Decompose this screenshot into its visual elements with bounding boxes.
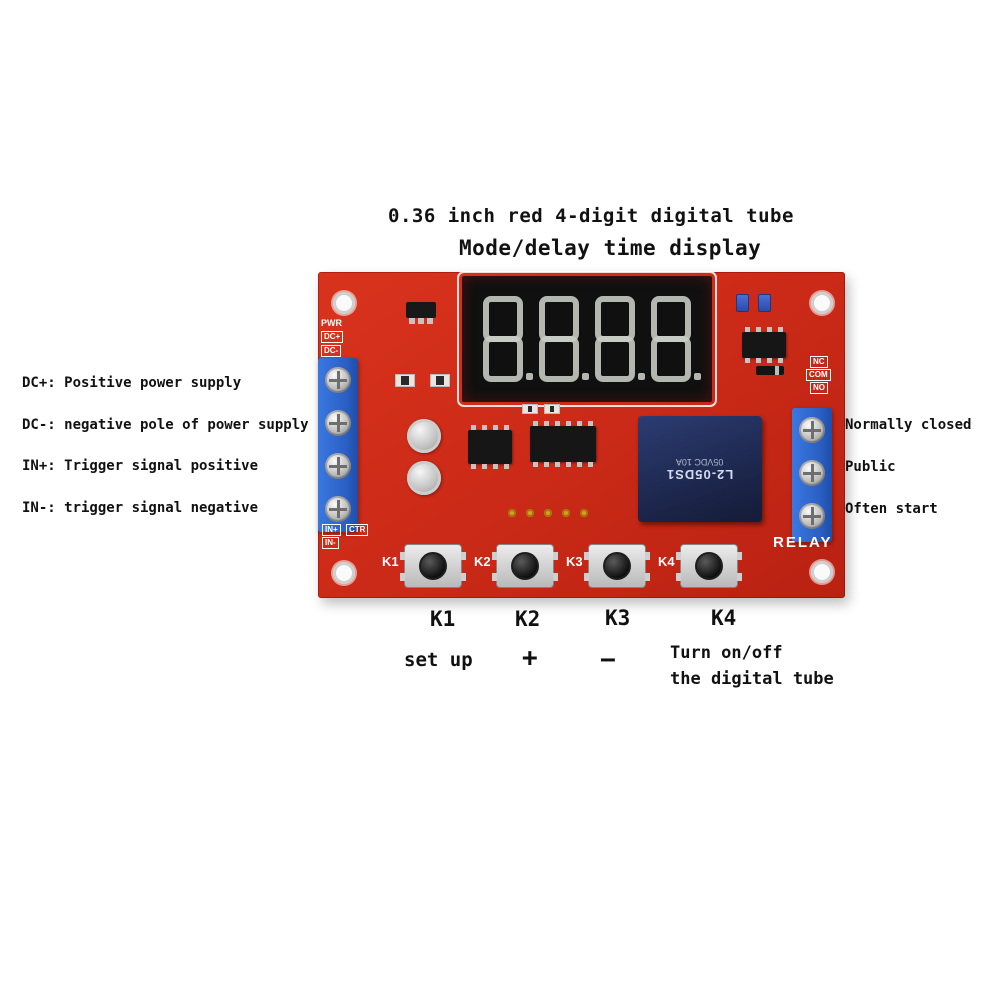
button-k3[interactable] bbox=[584, 544, 650, 588]
silk-nc: NC bbox=[810, 356, 828, 368]
label-dc-minus: DC-: negative pole of power supply bbox=[22, 417, 309, 433]
mounting-hole bbox=[811, 292, 833, 314]
display-digit bbox=[483, 296, 533, 382]
button-k4[interactable] bbox=[676, 544, 742, 588]
legend-k4-function-line1: Turn on/off bbox=[670, 643, 783, 663]
pcb-board: PWR DC+ DC- IN+ CTR IN- NC COM NO RELAY … bbox=[318, 271, 845, 598]
legend-k2-function: + bbox=[522, 643, 538, 673]
silk-no: NO bbox=[810, 382, 828, 394]
mounting-hole bbox=[333, 292, 355, 314]
smd-capacitor bbox=[544, 404, 560, 414]
via-dot bbox=[580, 509, 588, 517]
seven-segment-display bbox=[457, 271, 717, 407]
button-k1-cap[interactable] bbox=[419, 552, 447, 580]
relay-model: L2-05DS1 bbox=[666, 466, 734, 482]
silk-in-minus: IN- bbox=[322, 537, 339, 549]
terminal-screw bbox=[325, 367, 351, 393]
terminal-screw bbox=[325, 410, 351, 436]
blue-capacitor bbox=[736, 294, 749, 312]
relay-rating: 05VDC 10A bbox=[676, 456, 724, 467]
silk-dc-minus: DC- bbox=[321, 345, 342, 357]
title-line2: Mode/delay time display bbox=[459, 236, 762, 260]
display-digits bbox=[483, 296, 701, 382]
terminal-screw bbox=[325, 453, 351, 479]
electrolytic-capacitor bbox=[407, 419, 441, 453]
button-k1[interactable] bbox=[400, 544, 466, 588]
blue-capacitor bbox=[758, 294, 771, 312]
via-dot bbox=[526, 509, 534, 517]
smd-capacitor bbox=[522, 404, 538, 414]
optocoupler-ic bbox=[742, 327, 786, 363]
display-digit bbox=[651, 296, 701, 382]
silk-k3: K3 bbox=[566, 554, 583, 569]
silk-relay: RELAY bbox=[773, 534, 833, 551]
mounting-hole bbox=[333, 562, 355, 584]
legend-k2: K2 bbox=[515, 607, 541, 631]
button-k2-cap[interactable] bbox=[511, 552, 539, 580]
terminal-screw bbox=[325, 496, 351, 522]
button-k2[interactable] bbox=[492, 544, 558, 588]
terminal-screw bbox=[799, 417, 825, 443]
terminal-screw bbox=[799, 503, 825, 529]
button-k4-cap[interactable] bbox=[695, 552, 723, 580]
silk-ctr: CTR bbox=[346, 524, 369, 536]
display-digit bbox=[595, 296, 645, 382]
legend-k1: K1 bbox=[430, 607, 456, 631]
label-in-plus: IN+: Trigger signal positive bbox=[22, 458, 259, 474]
smd-resistor bbox=[395, 374, 415, 387]
silk-in-plus: IN+ bbox=[322, 524, 341, 536]
electrolytic-capacitor bbox=[407, 461, 441, 495]
ic-16pin bbox=[530, 421, 596, 467]
smd-resistor bbox=[430, 374, 450, 387]
silk-dc-plus: DC+ bbox=[321, 331, 344, 343]
title-line1: 0.36 inch red 4-digit digital tube bbox=[388, 205, 794, 227]
legend-k3: K3 bbox=[605, 606, 631, 630]
relay-label: L2-05DS1 05VDC 10A bbox=[666, 457, 733, 482]
silk-k1: K1 bbox=[382, 554, 399, 569]
via-dot bbox=[544, 509, 552, 517]
label-public: Public bbox=[845, 459, 896, 475]
label-dc-plus: DC+: Positive power supply bbox=[22, 375, 242, 391]
mounting-hole bbox=[811, 561, 833, 583]
via-dot bbox=[562, 509, 570, 517]
via-dot bbox=[508, 509, 516, 517]
legend-k1-function: set up bbox=[404, 649, 473, 671]
relay: L2-05DS1 05VDC 10A bbox=[638, 416, 762, 522]
label-in-minus: IN-: trigger signal negative bbox=[22, 500, 259, 516]
button-k3-cap[interactable] bbox=[603, 552, 631, 580]
display-digit bbox=[539, 296, 589, 382]
legend-k4-function-line2: the digital tube bbox=[670, 669, 834, 689]
ic-8pin bbox=[468, 425, 512, 469]
silk-k4: K4 bbox=[658, 554, 675, 569]
label-normally-closed: Normally closed bbox=[845, 417, 972, 433]
silk-com: COM bbox=[806, 369, 831, 381]
terminal-block-right bbox=[792, 408, 832, 542]
terminal-screw bbox=[799, 460, 825, 486]
terminal-block-left bbox=[318, 358, 358, 532]
silk-k2: K2 bbox=[474, 554, 491, 569]
silk-pwr: PWR bbox=[321, 318, 342, 328]
legend-k3-function: − bbox=[600, 645, 616, 675]
transistor bbox=[406, 302, 436, 324]
label-often-start: Often start bbox=[845, 501, 938, 517]
diode bbox=[756, 366, 784, 375]
legend-k4: K4 bbox=[711, 606, 737, 630]
